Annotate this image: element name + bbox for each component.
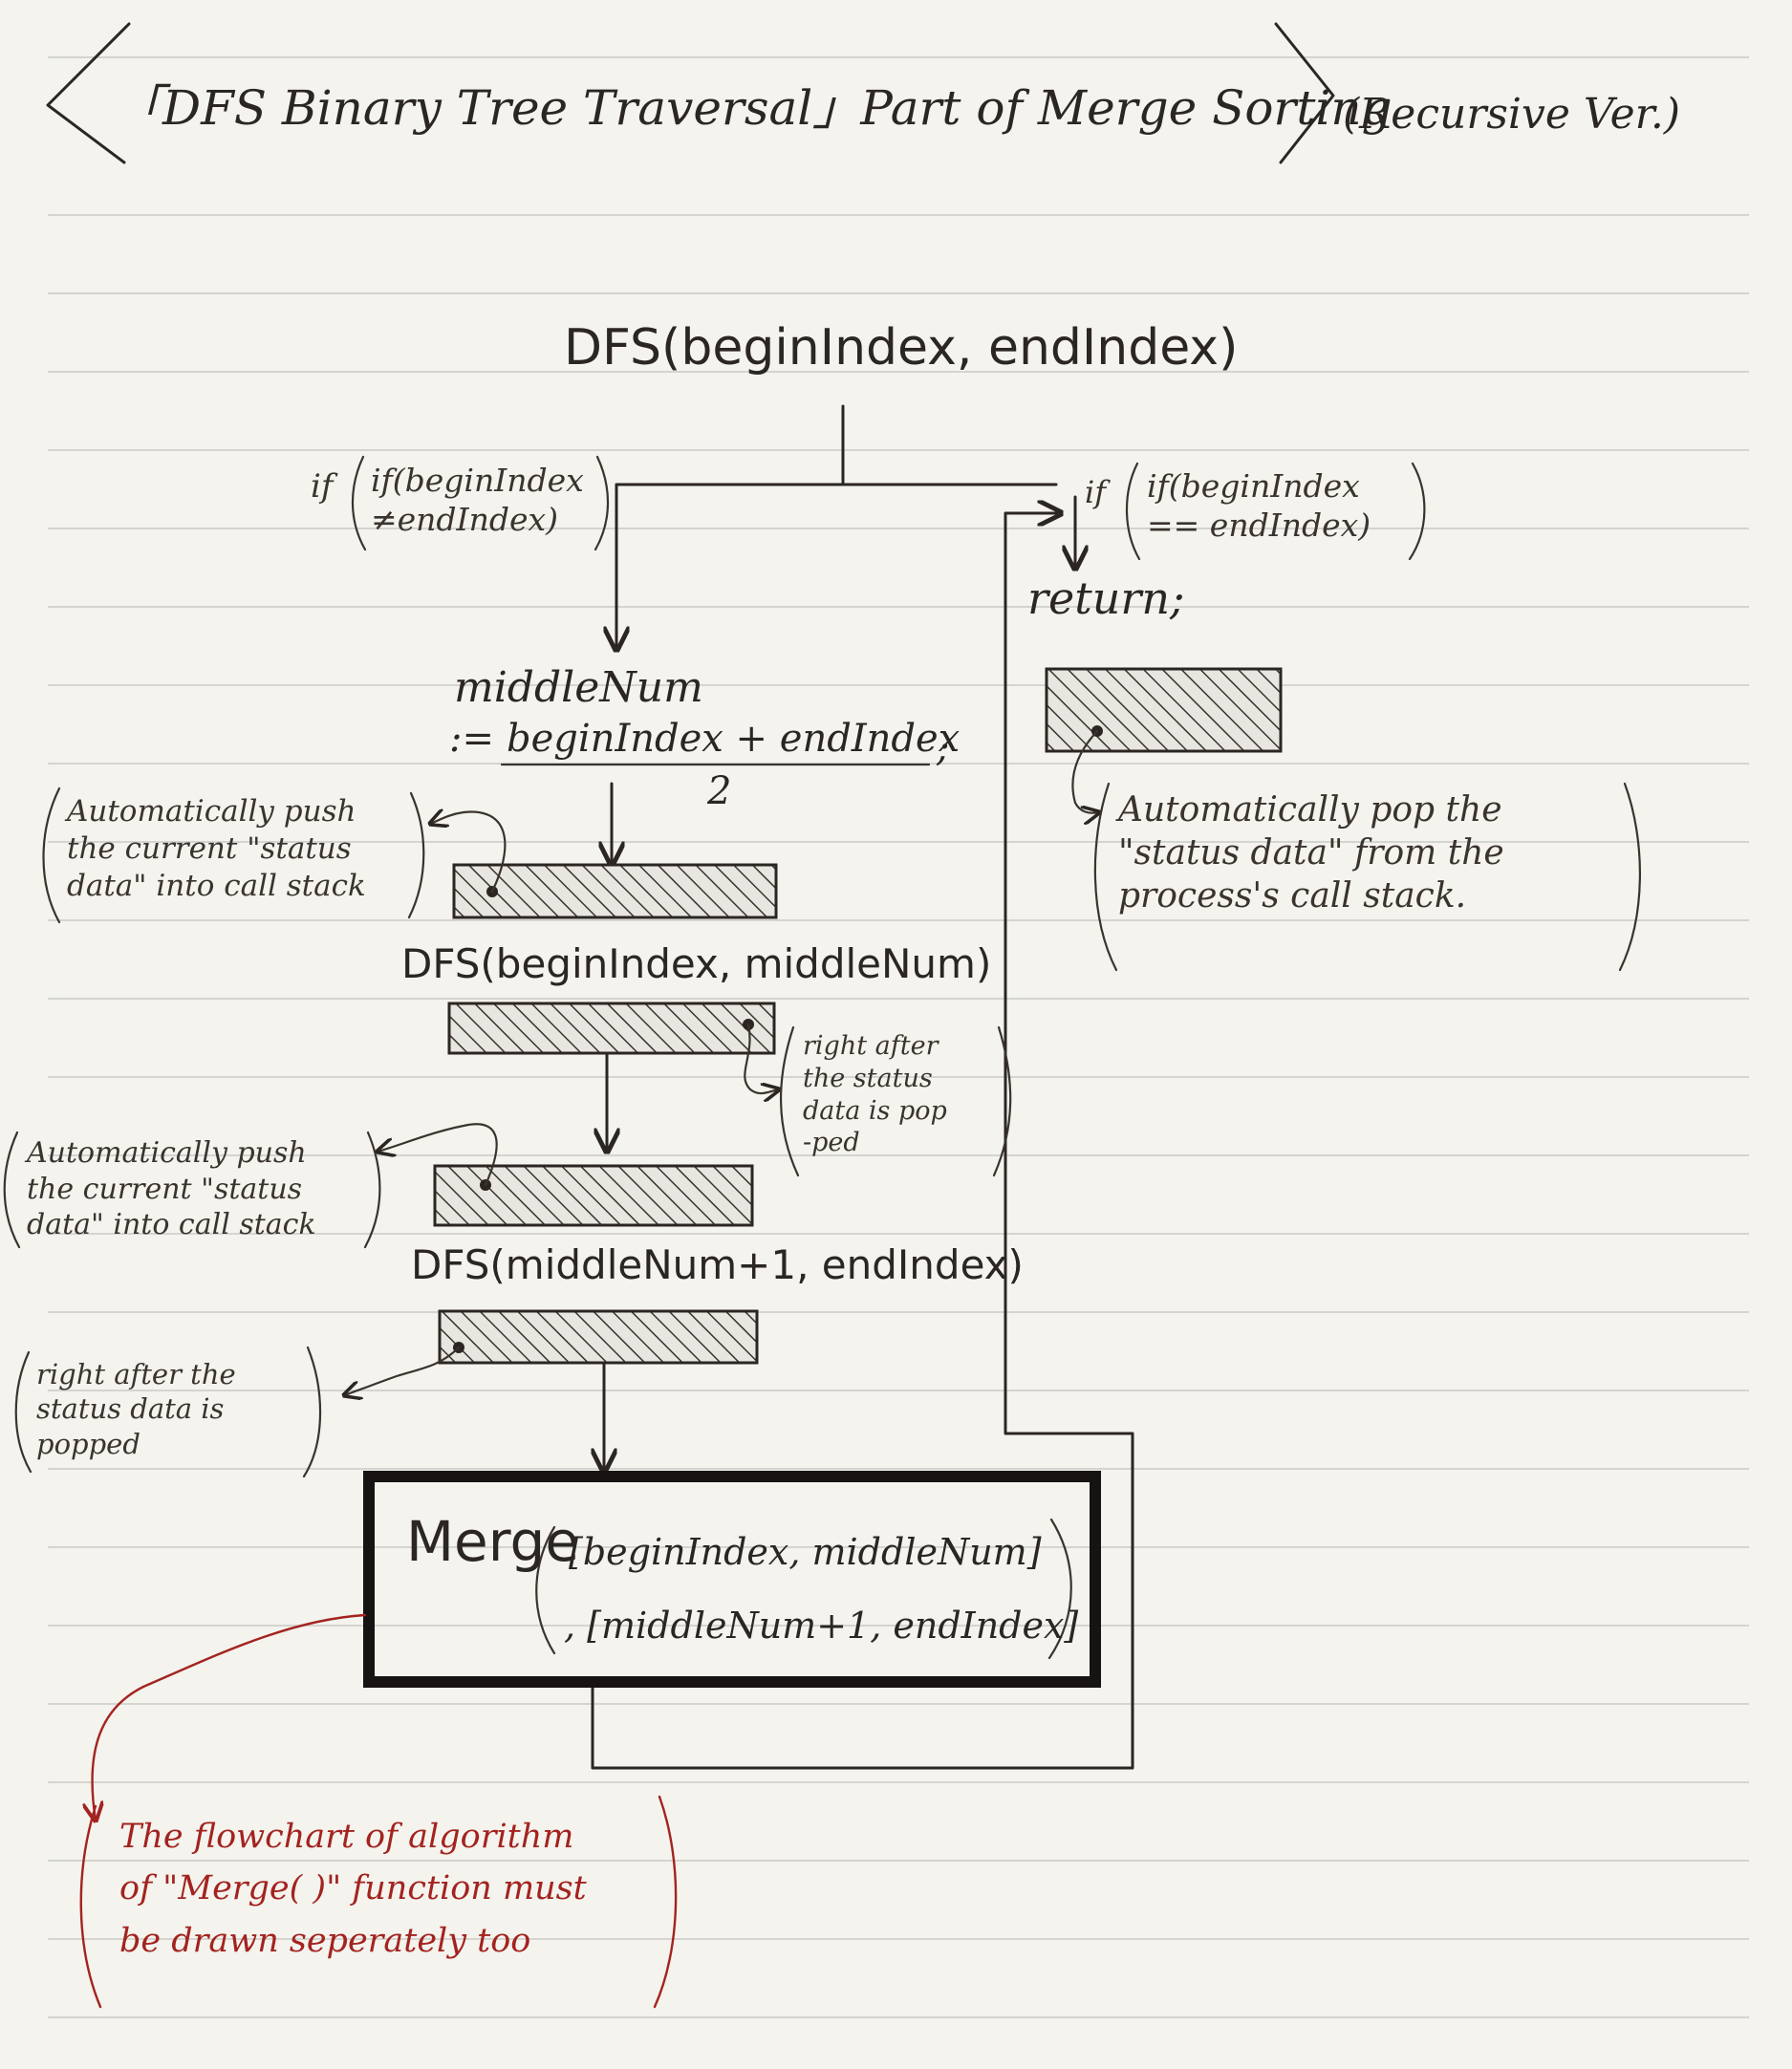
pop-1-leader — [744, 1023, 779, 1093]
cond-right-label: if — [1085, 474, 1107, 510]
pop-2-note-parens — [14, 1346, 322, 1478]
title-left-bracket — [46, 22, 131, 164]
after-pop-note-1: right after the status data is pop -ped — [803, 1031, 947, 1158]
push-1-leader — [430, 812, 507, 894]
merge-flowchart-note: The flowchart of algorithm of "Merge( )"… — [119, 1818, 587, 1960]
return-statement: return; — [1027, 572, 1185, 624]
root-dfs-call: DFS(beginIndex, endIndex) — [564, 319, 1239, 377]
pop-note-right: Automatically pop the "status data" from… — [1118, 790, 1504, 916]
version-label: (Recursive Ver.) — [1343, 90, 1681, 139]
push-note-1: Automatically push the current "status d… — [67, 794, 366, 903]
push-note-2: Automatically push the current "status d… — [27, 1136, 316, 1241]
middle-semicolon: ; — [937, 726, 950, 770]
return-pop-note-parens — [1093, 782, 1642, 972]
stack-box-push-1 — [452, 863, 778, 919]
cond-left-label: if — [311, 467, 334, 506]
page-title: 「DFS Binary Tree Traversal」Part of Merge… — [115, 80, 1393, 136]
stack-box-pop-1 — [447, 1002, 776, 1055]
pop-2-leader — [344, 1346, 461, 1395]
merge-args-parens — [535, 1518, 1072, 1660]
push-2-note-parens — [3, 1131, 381, 1249]
merge-arg-1: [beginIndex, middleNum] — [569, 1531, 1042, 1573]
merge-note-parens — [79, 1795, 678, 2009]
stack-box-pop-2 — [438, 1309, 759, 1365]
pop-1-note-parens — [779, 1025, 1012, 1177]
title-right-bracket — [1274, 22, 1335, 164]
dfs-left-call: DFS(beginIndex, middleNum) — [401, 940, 992, 987]
merge-arg-2: , [middleNum+1, endIndex] — [564, 1605, 1079, 1647]
stack-box-push-2 — [433, 1164, 754, 1227]
cond-left: if(beginIndex ≠endIndex) — [371, 462, 584, 539]
stack-box-return-pop — [1045, 667, 1283, 753]
cond-right-parens — [1125, 462, 1426, 561]
push-2-leader — [378, 1123, 498, 1187]
return-pop-leader — [1071, 729, 1099, 813]
merge-note-leader — [93, 1613, 367, 1821]
cond-right: if(beginIndex == endIndex) — [1147, 467, 1371, 545]
merge-box — [363, 1471, 1101, 1688]
middle-assign-op: := — [449, 717, 494, 761]
cond-left-parens — [351, 455, 610, 551]
push-1-note-parens — [42, 787, 425, 924]
middle-denominator: 2 — [707, 769, 732, 813]
merge-loop-line — [591, 513, 1134, 1770]
after-pop-note-2: right after the status data is popped — [36, 1358, 236, 1460]
dfs-right-call: DFS(middleNum+1, endIndex) — [411, 1241, 1024, 1288]
middle-numerator: beginIndex + endIndex — [507, 717, 961, 761]
merge-function-name: Merge — [406, 1509, 580, 1574]
middle-num-label: middleNum — [454, 663, 703, 712]
ruled-lines — [48, 56, 1749, 2018]
